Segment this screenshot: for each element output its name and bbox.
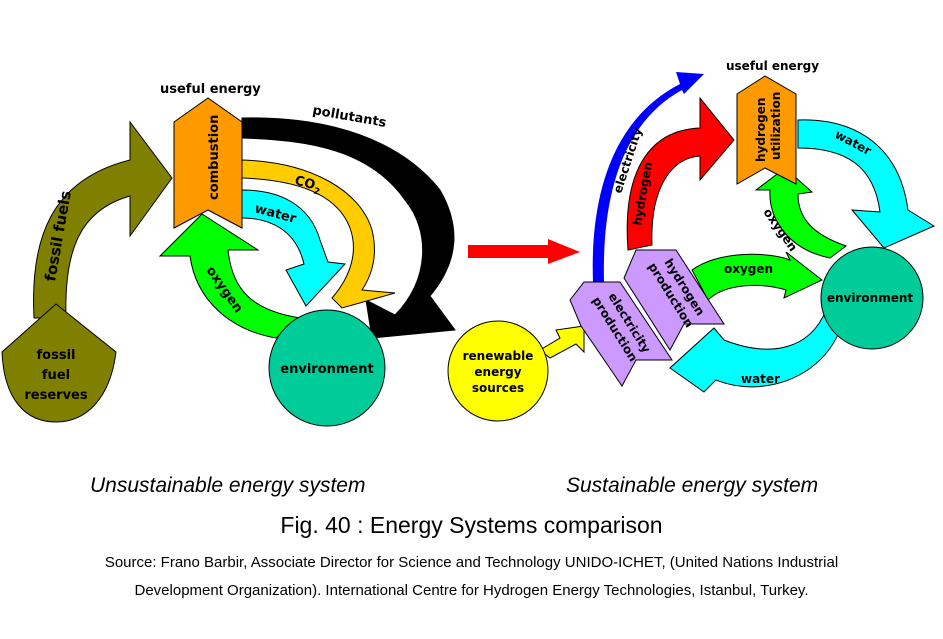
oxygen-label-lower: oxygen [724, 262, 773, 276]
environment-label-right: environment [827, 291, 914, 305]
water-arrow-bottom [669, 308, 841, 393]
hydrogen-utilization-label-1: hydrogen [754, 98, 768, 162]
sustainable-system: useful energy hydrogen utilization elect… [447, 59, 936, 422]
unsustainable-system: useful energy combustion fossil fuels fo… [1, 82, 456, 427]
oxygen-arrow [158, 213, 302, 339]
useful-energy-label-left: useful energy [160, 82, 261, 97]
reserves-label-3: reserves [24, 388, 87, 403]
environment-circle-right [820, 246, 924, 350]
reserves-label-2: fuel [42, 368, 70, 383]
energy-systems-diagram: useful energy combustion fossil fuels fo… [1, 59, 936, 427]
transition-arrow [468, 239, 580, 264]
unsustainable-subtitle: Unsustainable energy system [90, 474, 366, 497]
water-label-bottom: water [741, 372, 780, 386]
fossil-fuels-arrow [33, 120, 173, 319]
water-arrow-top [797, 119, 936, 249]
environment-circle-left [268, 309, 386, 427]
source-line-2: Development Organization). International… [134, 582, 809, 599]
fossil-fuel-reserves-shape [1, 303, 117, 423]
co2-label: CO2 [292, 173, 323, 197]
figure-title: Fig. 40 : Energy Systems comparison [280, 512, 663, 538]
renewable-label-3: sources [472, 381, 524, 395]
renewable-arrow [539, 325, 585, 359]
water-arrow [241, 189, 347, 307]
hydrogen-utilization-label-2: utilization [769, 92, 783, 160]
pollutants-arrow [241, 117, 456, 339]
hydrogen-arrow [626, 96, 735, 251]
hydrogen-utilization-shape [736, 75, 797, 185]
useful-energy-label-right: useful energy [726, 59, 819, 73]
renewable-label-1: renewable [463, 349, 534, 363]
hydrogen-production-shape [623, 249, 725, 351]
source-line-1: Source: Frano Barbir, Associate Director… [104, 554, 839, 571]
combustion-shape [173, 97, 243, 229]
sustainable-subtitle: Sustainable energy system [566, 474, 819, 497]
oxygen-arrow-lower [691, 251, 823, 301]
renewable-sources-circle [447, 320, 549, 422]
co2-arrow [241, 159, 396, 309]
renewable-label-2: energy [474, 365, 521, 379]
combustion-label: combustion [207, 115, 222, 200]
electricity-arrow [592, 72, 704, 282]
environment-label-left: environment [280, 362, 373, 377]
electricity-production-shape [569, 281, 673, 387]
reserves-label-1: fossil [37, 348, 76, 363]
